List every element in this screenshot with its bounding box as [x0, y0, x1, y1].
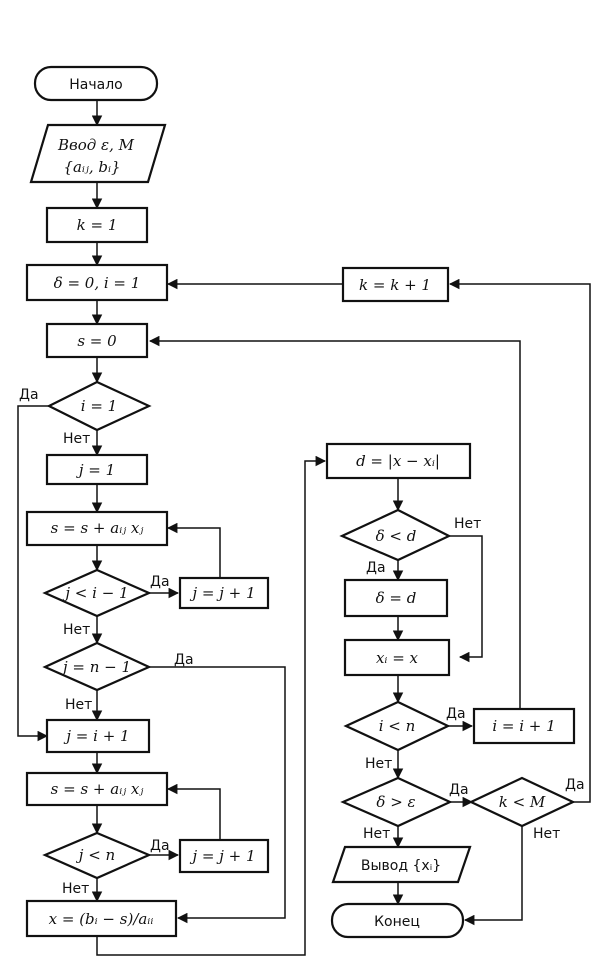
- no-label-eps: Нет: [363, 826, 390, 842]
- input-label-line1: Ввод ε, M: [57, 136, 135, 154]
- cond-j-lt-n-label: j < n: [76, 846, 115, 864]
- no-label-kM: Нет: [533, 826, 560, 842]
- output-label: Вывод {xᵢ}: [361, 858, 441, 874]
- cond-delta-gt-eps-label: δ > ε: [376, 793, 415, 811]
- no-label-delta-d: Нет: [454, 516, 481, 532]
- xi-set-label: xᵢ = x: [376, 649, 419, 667]
- delta-set-label: δ = d: [376, 589, 417, 607]
- yes-label-cond1: Да: [150, 574, 170, 590]
- i-inc-block: [472, 707, 576, 745]
- arrow-x-to-d: [96, 455, 327, 956]
- arrow-i1-yes: [17, 405, 50, 742]
- s-acc1-block: [25, 510, 169, 547]
- no-label-jn1: Нет: [65, 697, 92, 713]
- cond-i-lt-n-diamond: [343, 700, 451, 752]
- k-inc-block: [341, 266, 450, 303]
- cond-i1-diamond: [46, 380, 152, 432]
- cond-i1-label: i = 1: [81, 397, 117, 415]
- arrow-loop1-back: [166, 522, 221, 578]
- delta-init-block: [25, 263, 169, 302]
- i-inc-label: i = i + 1: [492, 717, 555, 735]
- j-inc1-label: j = j + 1: [189, 584, 255, 602]
- arrow-jn1-yes: [148, 666, 286, 924]
- cond-k-lt-M-label: k < M: [499, 793, 546, 811]
- yes-label-i-lt-n: Да: [446, 706, 466, 722]
- cond-k-lt-M-diamond: [468, 776, 576, 828]
- cond-delta-lt-d-diamond: [339, 508, 452, 562]
- input-block: [29, 123, 167, 184]
- yes-label-i1: Да: [19, 387, 39, 403]
- arrow-kM-yes: [448, 278, 591, 803]
- no-label-i1: Нет: [63, 431, 90, 447]
- no-label-cond1: Нет: [63, 622, 90, 638]
- yes-label-eps: Да: [449, 782, 469, 798]
- arrow-loop2-back: [166, 783, 221, 840]
- no-label-cond2: Нет: [62, 881, 89, 897]
- arrow-i-inc-back: [148, 335, 521, 709]
- cond-i-lt-n-label: i < n: [379, 717, 416, 735]
- yes-label-kM: Да: [565, 777, 585, 793]
- j-set-label: j = i + 1: [63, 727, 129, 745]
- output-block: [331, 845, 472, 884]
- k-init-label: k = 1: [77, 216, 118, 234]
- delta-set-block: [343, 578, 449, 618]
- d-calc-label: d = |x − xᵢ|: [356, 452, 440, 470]
- start-terminator: [33, 65, 159, 102]
- cond-j-lt-i1-diamond: [42, 568, 152, 618]
- cond-delta-gt-eps-diamond: [340, 776, 453, 828]
- xi-set-block: [343, 638, 451, 677]
- arrow-cond-no-xi: [449, 535, 483, 663]
- x-calc-label: x = (bᵢ − s)/aᵢᵢ: [49, 910, 154, 928]
- s-acc1-label: s = s + aᵢⱼ xⱼ: [51, 519, 144, 537]
- end-label: Конец: [374, 914, 420, 930]
- yes-label-cond2: Да: [150, 838, 170, 854]
- shapes: [25, 65, 576, 939]
- connectors: [17, 100, 591, 956]
- s-init-block: [45, 322, 149, 359]
- j-set-block: [45, 718, 151, 754]
- end-terminator: [330, 902, 465, 939]
- d-calc-block: [325, 442, 472, 480]
- k-inc-label: k = k + 1: [359, 276, 431, 294]
- x-calc-block: [25, 899, 178, 938]
- cond-j-eq-n1-label: j = n − 1: [60, 658, 131, 676]
- input-label-line2: {aᵢⱼ, bᵢ}: [63, 158, 120, 176]
- s-acc2-label: s = s + aᵢⱼ xⱼ: [51, 780, 144, 798]
- block-texts: Начало Ввод ε, M {aᵢⱼ, bᵢ} k = 1 δ = 0, …: [49, 77, 556, 930]
- s-init-label: s = 0: [77, 332, 117, 350]
- j-inc2-label: j = j + 1: [189, 847, 255, 865]
- cond-j-lt-i1-label: j < i − 1: [62, 584, 128, 602]
- yes-label-jn1: Да: [174, 652, 194, 668]
- delta-init-label: δ = 0, i = 1: [54, 274, 141, 292]
- no-label-i-lt-n: Нет: [365, 756, 392, 772]
- start-label: Начало: [69, 77, 122, 93]
- cond-delta-lt-d-label: δ < d: [376, 527, 417, 545]
- yes-label-delta-d: Да: [366, 560, 386, 576]
- j-inc1-block: [178, 576, 270, 610]
- j-inc2-block: [178, 838, 270, 874]
- s-acc2-block: [25, 771, 169, 807]
- j-init-label: j = 1: [76, 461, 115, 479]
- k-init-block: [45, 206, 149, 244]
- arrow-kM-no: [463, 826, 523, 926]
- j-init-block: [45, 453, 149, 486]
- cond-j-eq-n1-diamond: [42, 641, 152, 692]
- branch-labels: Да Нет Да Нет Да Нет Да Нет Нет Да Да Не…: [19, 387, 585, 897]
- cond-j-lt-n-diamond: [42, 831, 152, 880]
